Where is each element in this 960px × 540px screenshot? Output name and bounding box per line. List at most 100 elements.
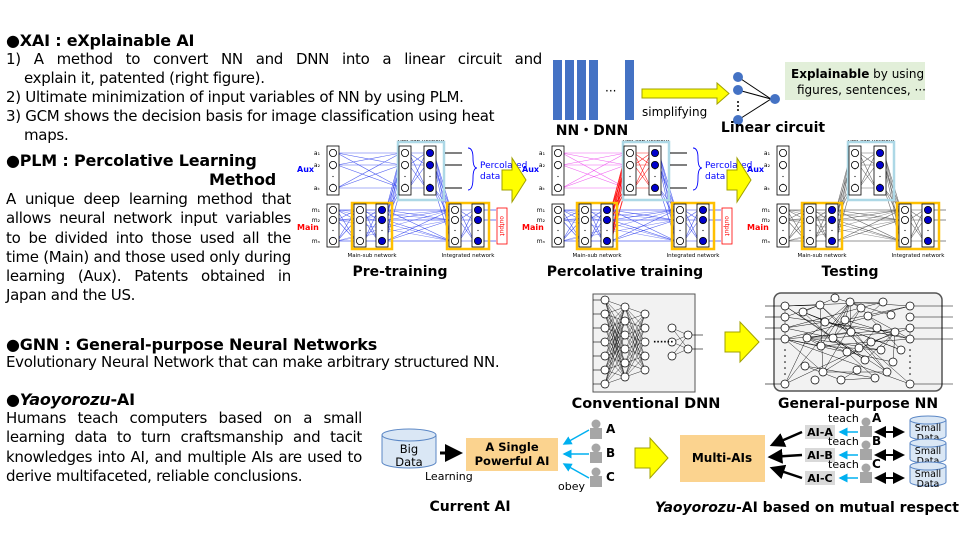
neuron bbox=[378, 237, 387, 246]
main-input-label: m₁ bbox=[312, 207, 321, 214]
main-label: Main bbox=[297, 223, 319, 232]
integrated-network-label: Integrated network bbox=[442, 253, 496, 259]
neuron bbox=[473, 237, 482, 246]
neuron bbox=[875, 160, 884, 169]
neuron bbox=[329, 184, 338, 193]
big-data-cylinder bbox=[381, 428, 437, 469]
gnn-body: Evolutionary Neural Network that can mak… bbox=[6, 353, 500, 371]
aux-input-label: a₂ bbox=[539, 162, 546, 169]
yao-heading: ●Yaoyorozu-AI bbox=[6, 390, 135, 409]
aux-input-column bbox=[326, 145, 340, 196]
main-sub-network-label: Main-sub network bbox=[347, 253, 397, 259]
neuron bbox=[450, 237, 459, 246]
plm-stage-arrow bbox=[726, 156, 752, 204]
neuron bbox=[667, 323, 677, 333]
neuron bbox=[698, 237, 707, 246]
neuron bbox=[650, 184, 659, 193]
small-data-label: Data bbox=[917, 479, 940, 490]
person-label: A bbox=[872, 411, 882, 425]
person-body bbox=[860, 472, 872, 483]
neuron bbox=[923, 206, 932, 215]
percolated-brace bbox=[467, 147, 478, 191]
ai-tag-label: AI-C bbox=[807, 472, 832, 485]
neuron bbox=[905, 323, 915, 333]
neuron bbox=[554, 206, 563, 215]
aux-input-column bbox=[551, 145, 565, 196]
plm-stage-arrow bbox=[501, 156, 527, 204]
main-sub-column bbox=[375, 203, 389, 248]
neuron bbox=[780, 379, 790, 389]
person-icon bbox=[861, 463, 871, 473]
neuron bbox=[806, 206, 815, 215]
aux-sub-column bbox=[623, 145, 637, 196]
integrated-column bbox=[898, 203, 912, 248]
neuron bbox=[882, 367, 892, 377]
multi-ai-box bbox=[680, 435, 765, 482]
neuron bbox=[640, 365, 650, 375]
neuron bbox=[851, 184, 860, 193]
linear-circuit-caption: Linear circuit bbox=[721, 120, 825, 136]
neuron bbox=[828, 206, 837, 215]
neuron bbox=[683, 330, 693, 340]
neuron bbox=[923, 216, 932, 225]
plm-panel-caption: Percolative training bbox=[547, 264, 703, 280]
neuron bbox=[581, 237, 590, 246]
neuron bbox=[329, 160, 338, 169]
neuron bbox=[626, 160, 635, 169]
main-sub-column bbox=[600, 203, 614, 248]
aux-sub-network-label: Aux-sub network bbox=[398, 140, 445, 143]
person-body bbox=[590, 428, 602, 439]
neuron bbox=[860, 355, 870, 365]
nn-layer-bar bbox=[625, 60, 634, 120]
obey-arrow bbox=[562, 463, 590, 479]
main-label: Main bbox=[522, 223, 544, 232]
neuron bbox=[875, 148, 884, 157]
aux-input-label: a₂ bbox=[764, 162, 771, 169]
main-label: Main bbox=[747, 223, 769, 232]
simplify-label: simplifying bbox=[642, 105, 707, 119]
neuron bbox=[650, 148, 659, 157]
neuron bbox=[626, 184, 635, 193]
neuron bbox=[620, 358, 630, 368]
neuron bbox=[667, 351, 677, 361]
neuron bbox=[923, 237, 932, 246]
main-sub-column bbox=[578, 203, 592, 248]
neuron bbox=[603, 216, 612, 225]
nn-layer-bar bbox=[553, 60, 562, 120]
gnn-arrow bbox=[724, 320, 760, 364]
aux-input-label: aₖ bbox=[314, 185, 321, 192]
big-data-label-2: Data bbox=[395, 455, 422, 469]
neuron bbox=[554, 237, 563, 246]
neuron bbox=[378, 206, 387, 215]
neuron bbox=[554, 160, 563, 169]
main-input-label: mₙ bbox=[537, 238, 546, 245]
person-body bbox=[590, 452, 602, 463]
main-input-column bbox=[326, 203, 340, 248]
neuron bbox=[620, 302, 630, 312]
neuron bbox=[779, 206, 788, 215]
neuron bbox=[329, 206, 338, 215]
percolated-data-label: data bbox=[480, 172, 500, 182]
neuron bbox=[780, 323, 790, 333]
person-body bbox=[860, 426, 872, 437]
neuron bbox=[872, 323, 882, 333]
person-body bbox=[590, 476, 602, 487]
person-icon bbox=[591, 419, 601, 429]
yao-transition-arrow bbox=[634, 436, 669, 480]
plm-panel-caption: Pre-training bbox=[352, 264, 447, 280]
conventional-dnn-graph: ······ bbox=[593, 295, 703, 389]
ai-to-multi-arrow bbox=[769, 464, 803, 480]
neuron bbox=[450, 216, 459, 225]
explainable-text-2: figures, sentences, ··· bbox=[797, 83, 926, 97]
neuron bbox=[890, 327, 900, 337]
neuron bbox=[356, 206, 365, 215]
plm-heading: ●PLM : Percolative Learning bbox=[6, 151, 257, 170]
aux-sub-network-label: Aux-sub network bbox=[848, 140, 895, 143]
ai-to-multi-arrow bbox=[767, 448, 803, 464]
main-sub-column bbox=[825, 203, 839, 248]
main-sub-network-label: Main-sub network bbox=[572, 253, 622, 259]
neuron bbox=[854, 343, 864, 353]
aux-sub-column bbox=[848, 145, 862, 196]
neuron bbox=[600, 295, 610, 305]
